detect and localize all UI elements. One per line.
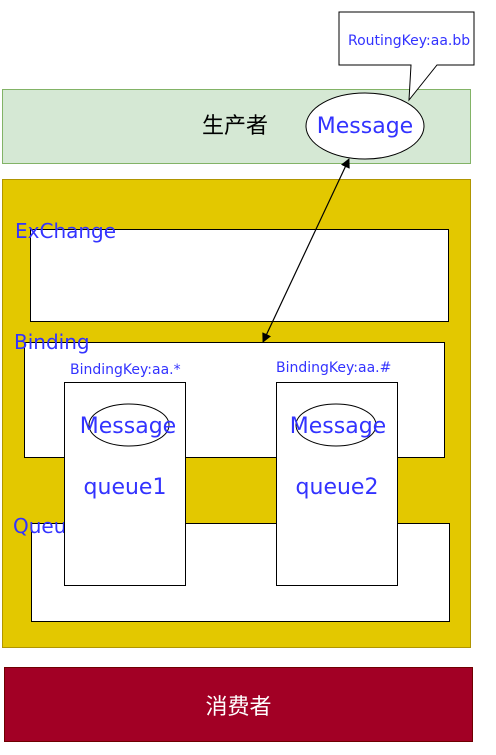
exchange-box xyxy=(30,229,449,322)
queue2-message-text: Message xyxy=(289,413,387,439)
consumer-label: 消费者 xyxy=(205,694,272,720)
queue1-name: queue1 xyxy=(83,474,167,500)
queue2-message-ellipse xyxy=(295,403,377,447)
queue1-message-ellipse xyxy=(88,403,170,447)
producer-label: 生产者 xyxy=(201,114,268,139)
exchange-label: ExChange xyxy=(15,219,117,243)
producer-message-ellipse xyxy=(305,92,425,160)
binding-label: Binding xyxy=(14,330,90,354)
queue2-binding-key: BindingKey:aa.# xyxy=(276,360,392,376)
message-route-arrow xyxy=(262,158,350,343)
producer-message-label: Message xyxy=(316,113,414,139)
routing-key-label: RoutingKey:aa.bb xyxy=(348,33,471,49)
queue2-name: queue2 xyxy=(295,474,379,500)
consumer-panel: 消费者 xyxy=(4,667,473,742)
queue1-message-text: Message xyxy=(79,413,177,439)
queue1-binding-key: BindingKey:aa.* xyxy=(70,362,181,378)
routing-key-callout xyxy=(338,11,475,102)
